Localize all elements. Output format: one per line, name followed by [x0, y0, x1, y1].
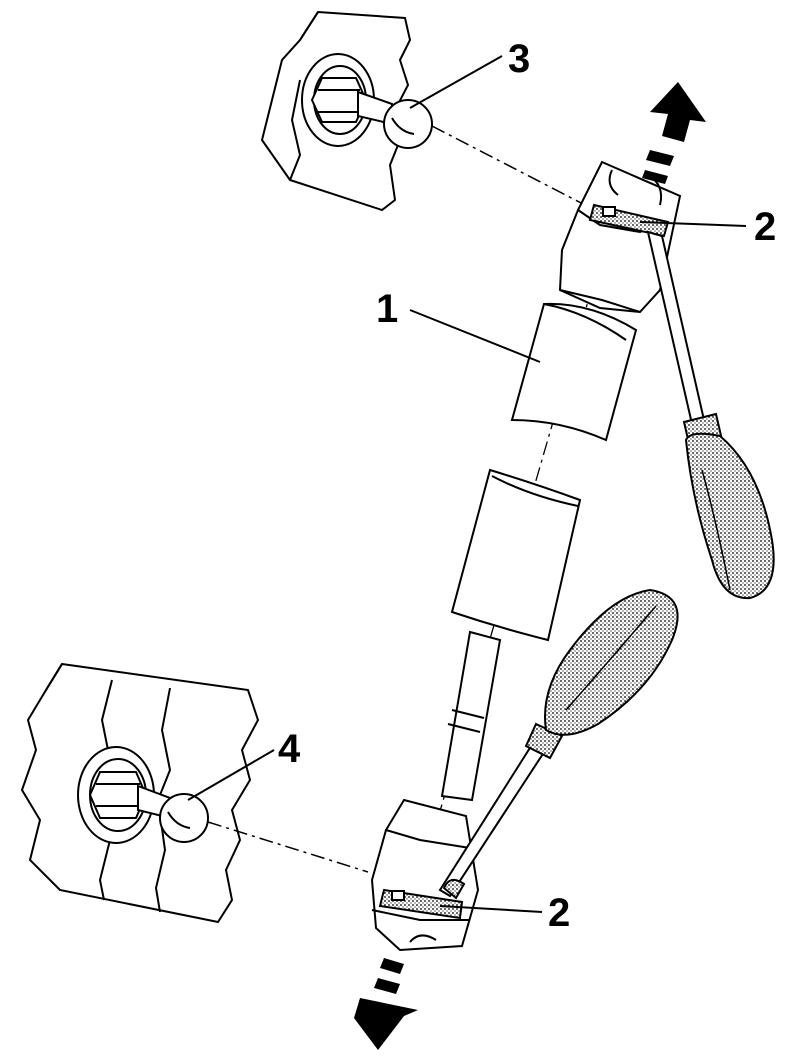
upper-axis-line — [431, 125, 586, 206]
lower-axis-line — [207, 821, 369, 873]
callout-1-damper-sleeve: 1 — [376, 287, 398, 331]
lower-retaining-clip — [378, 888, 464, 920]
callout-2-lower-retaining-clip: 2 — [548, 891, 570, 935]
lower-screwdriver — [438, 588, 679, 900]
damper-sleeve-upper-half — [510, 302, 638, 442]
callout-3-upper-ball-stud: 3 — [508, 37, 530, 81]
callout-2-upper-retaining-clip: 2 — [754, 205, 776, 249]
callout-leader-3 — [409, 55, 503, 109]
callout-4-lower-ball-stud: 4 — [278, 727, 301, 771]
upper-retaining-clip — [588, 203, 670, 238]
lower-down-arrow — [354, 958, 418, 1050]
upper-strut-end-fitting — [558, 160, 682, 314]
lower-ball-stud — [77, 746, 209, 844]
callout-leader-2-lower — [439, 905, 543, 913]
damper-sleeve-lower-half — [450, 468, 582, 642]
upper-ball-stud — [301, 53, 433, 149]
callout-leader-2-upper — [639, 221, 747, 227]
strut-rod — [440, 630, 502, 802]
upper-screwdriver — [646, 230, 775, 600]
callout-leader-1 — [409, 309, 541, 363]
upper-up-arrow — [642, 82, 706, 184]
callout-leader-4 — [187, 749, 275, 801]
